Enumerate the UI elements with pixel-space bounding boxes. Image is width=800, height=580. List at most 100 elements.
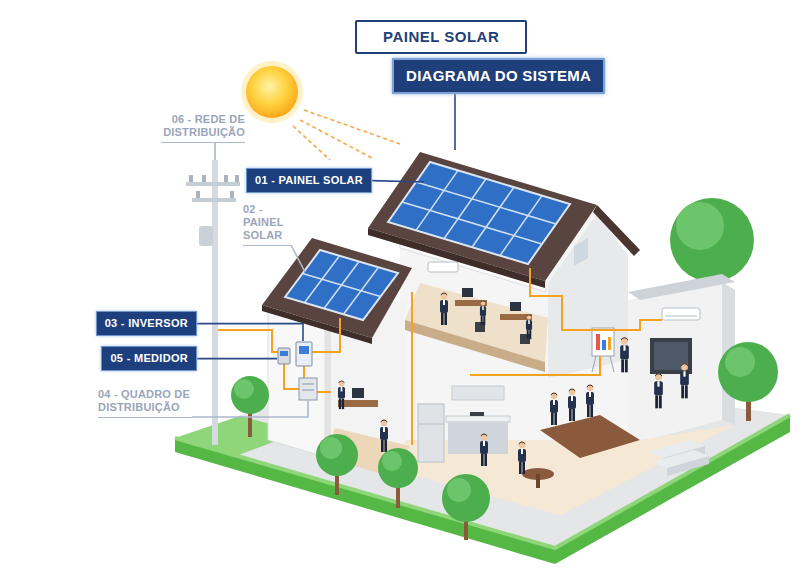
tree xyxy=(320,437,342,459)
solar-panel xyxy=(388,162,570,264)
sun-rays xyxy=(300,120,372,158)
left-building xyxy=(268,310,325,457)
ground-floor xyxy=(568,389,576,421)
leader-line xyxy=(454,94,456,150)
ground-floor xyxy=(418,404,444,462)
utility-pole xyxy=(186,182,240,186)
ground-floor xyxy=(418,424,444,425)
main-building xyxy=(405,320,545,372)
ground-floor xyxy=(448,422,508,454)
solar-panel xyxy=(500,196,542,256)
tree xyxy=(378,448,418,488)
ground-floor xyxy=(602,340,606,350)
electrical-equipment xyxy=(280,351,288,356)
sun xyxy=(241,61,303,123)
solar-panel xyxy=(416,170,458,230)
callout-label: 04 - QUADRO DE DISTRIBUIÇÃO xyxy=(98,388,192,418)
utility-pole xyxy=(230,191,234,198)
ground-floor xyxy=(592,328,614,356)
leader-line xyxy=(192,401,308,417)
roof xyxy=(262,238,412,344)
ground-floor xyxy=(518,442,526,474)
solar-panel xyxy=(472,187,514,247)
wiring xyxy=(530,268,662,330)
tree xyxy=(442,474,490,522)
building-wing xyxy=(628,274,735,300)
ground-floor xyxy=(620,337,629,372)
solar-panel xyxy=(285,250,398,320)
utility-pole xyxy=(199,226,213,246)
sun-rays xyxy=(293,126,330,160)
ground-floor xyxy=(596,334,600,350)
building-wing xyxy=(665,316,697,317)
ground-floor xyxy=(654,373,663,408)
callout-label: 02 - PAINEL SOLAR xyxy=(243,203,291,246)
electrical-equipment xyxy=(296,342,312,366)
solar-panel xyxy=(402,170,556,255)
ground-floor xyxy=(608,337,611,350)
left-building xyxy=(380,420,388,452)
wiring xyxy=(284,364,299,389)
tree xyxy=(231,376,269,414)
tree xyxy=(442,474,490,540)
wiring xyxy=(317,391,331,393)
sun xyxy=(246,66,298,118)
sun-rays xyxy=(304,110,400,144)
box-text: PAINEL SOLAR xyxy=(383,28,499,46)
title-box: DIAGRAMA DO SISTEMA xyxy=(392,58,605,94)
ground-floor xyxy=(610,356,614,372)
wiring xyxy=(218,268,662,445)
tree xyxy=(234,379,254,399)
solar-panel xyxy=(285,250,398,320)
leader-line xyxy=(372,181,424,182)
solar-panel xyxy=(444,179,486,239)
electrical-equipment xyxy=(302,384,314,385)
office-furniture xyxy=(462,288,473,297)
leader-line xyxy=(197,324,303,341)
solar-panel xyxy=(303,274,381,297)
ground-platform xyxy=(175,415,790,564)
box-text: 05 - MEDIDOR xyxy=(110,352,188,365)
utility-pole xyxy=(235,175,239,182)
callout-box: 01 - PAINEL SOLAR xyxy=(246,168,372,193)
box-text: 03 - INVERSOR xyxy=(105,317,188,330)
callout-box: 03 - INVERSOR xyxy=(96,311,197,336)
leader-line xyxy=(197,358,277,360)
office-furniture xyxy=(526,314,532,339)
electrical-equipment xyxy=(299,346,309,354)
tree xyxy=(718,342,778,402)
ground-floor xyxy=(680,363,689,398)
ground-floor xyxy=(586,385,594,417)
box-text: 01 - PAINEL SOLAR xyxy=(255,174,363,187)
main-building xyxy=(428,262,458,272)
solar-panel xyxy=(303,256,381,315)
main-building xyxy=(574,238,588,266)
electrical-equipment xyxy=(299,378,317,400)
ground-floor xyxy=(536,474,540,488)
roof xyxy=(593,205,640,256)
utility-pole xyxy=(202,175,206,182)
utility-pole xyxy=(196,191,200,198)
electrical-equipment xyxy=(278,342,317,400)
tree xyxy=(382,451,402,471)
solar-panel xyxy=(402,202,542,244)
tree xyxy=(725,347,755,377)
leader-line xyxy=(214,143,216,160)
office-furniture xyxy=(480,300,486,325)
wiring xyxy=(218,330,278,352)
utility-pole xyxy=(192,198,236,202)
sun xyxy=(241,61,303,123)
wiring xyxy=(303,366,305,378)
solar-panel xyxy=(388,162,570,264)
building-wing xyxy=(628,282,722,445)
utility-pole xyxy=(212,160,218,445)
tree xyxy=(447,478,471,502)
tree xyxy=(231,376,269,437)
utility-pole xyxy=(186,160,240,445)
ground-floor xyxy=(480,434,488,466)
left-building xyxy=(352,388,364,398)
wiring xyxy=(470,356,600,375)
wiring xyxy=(411,292,413,445)
